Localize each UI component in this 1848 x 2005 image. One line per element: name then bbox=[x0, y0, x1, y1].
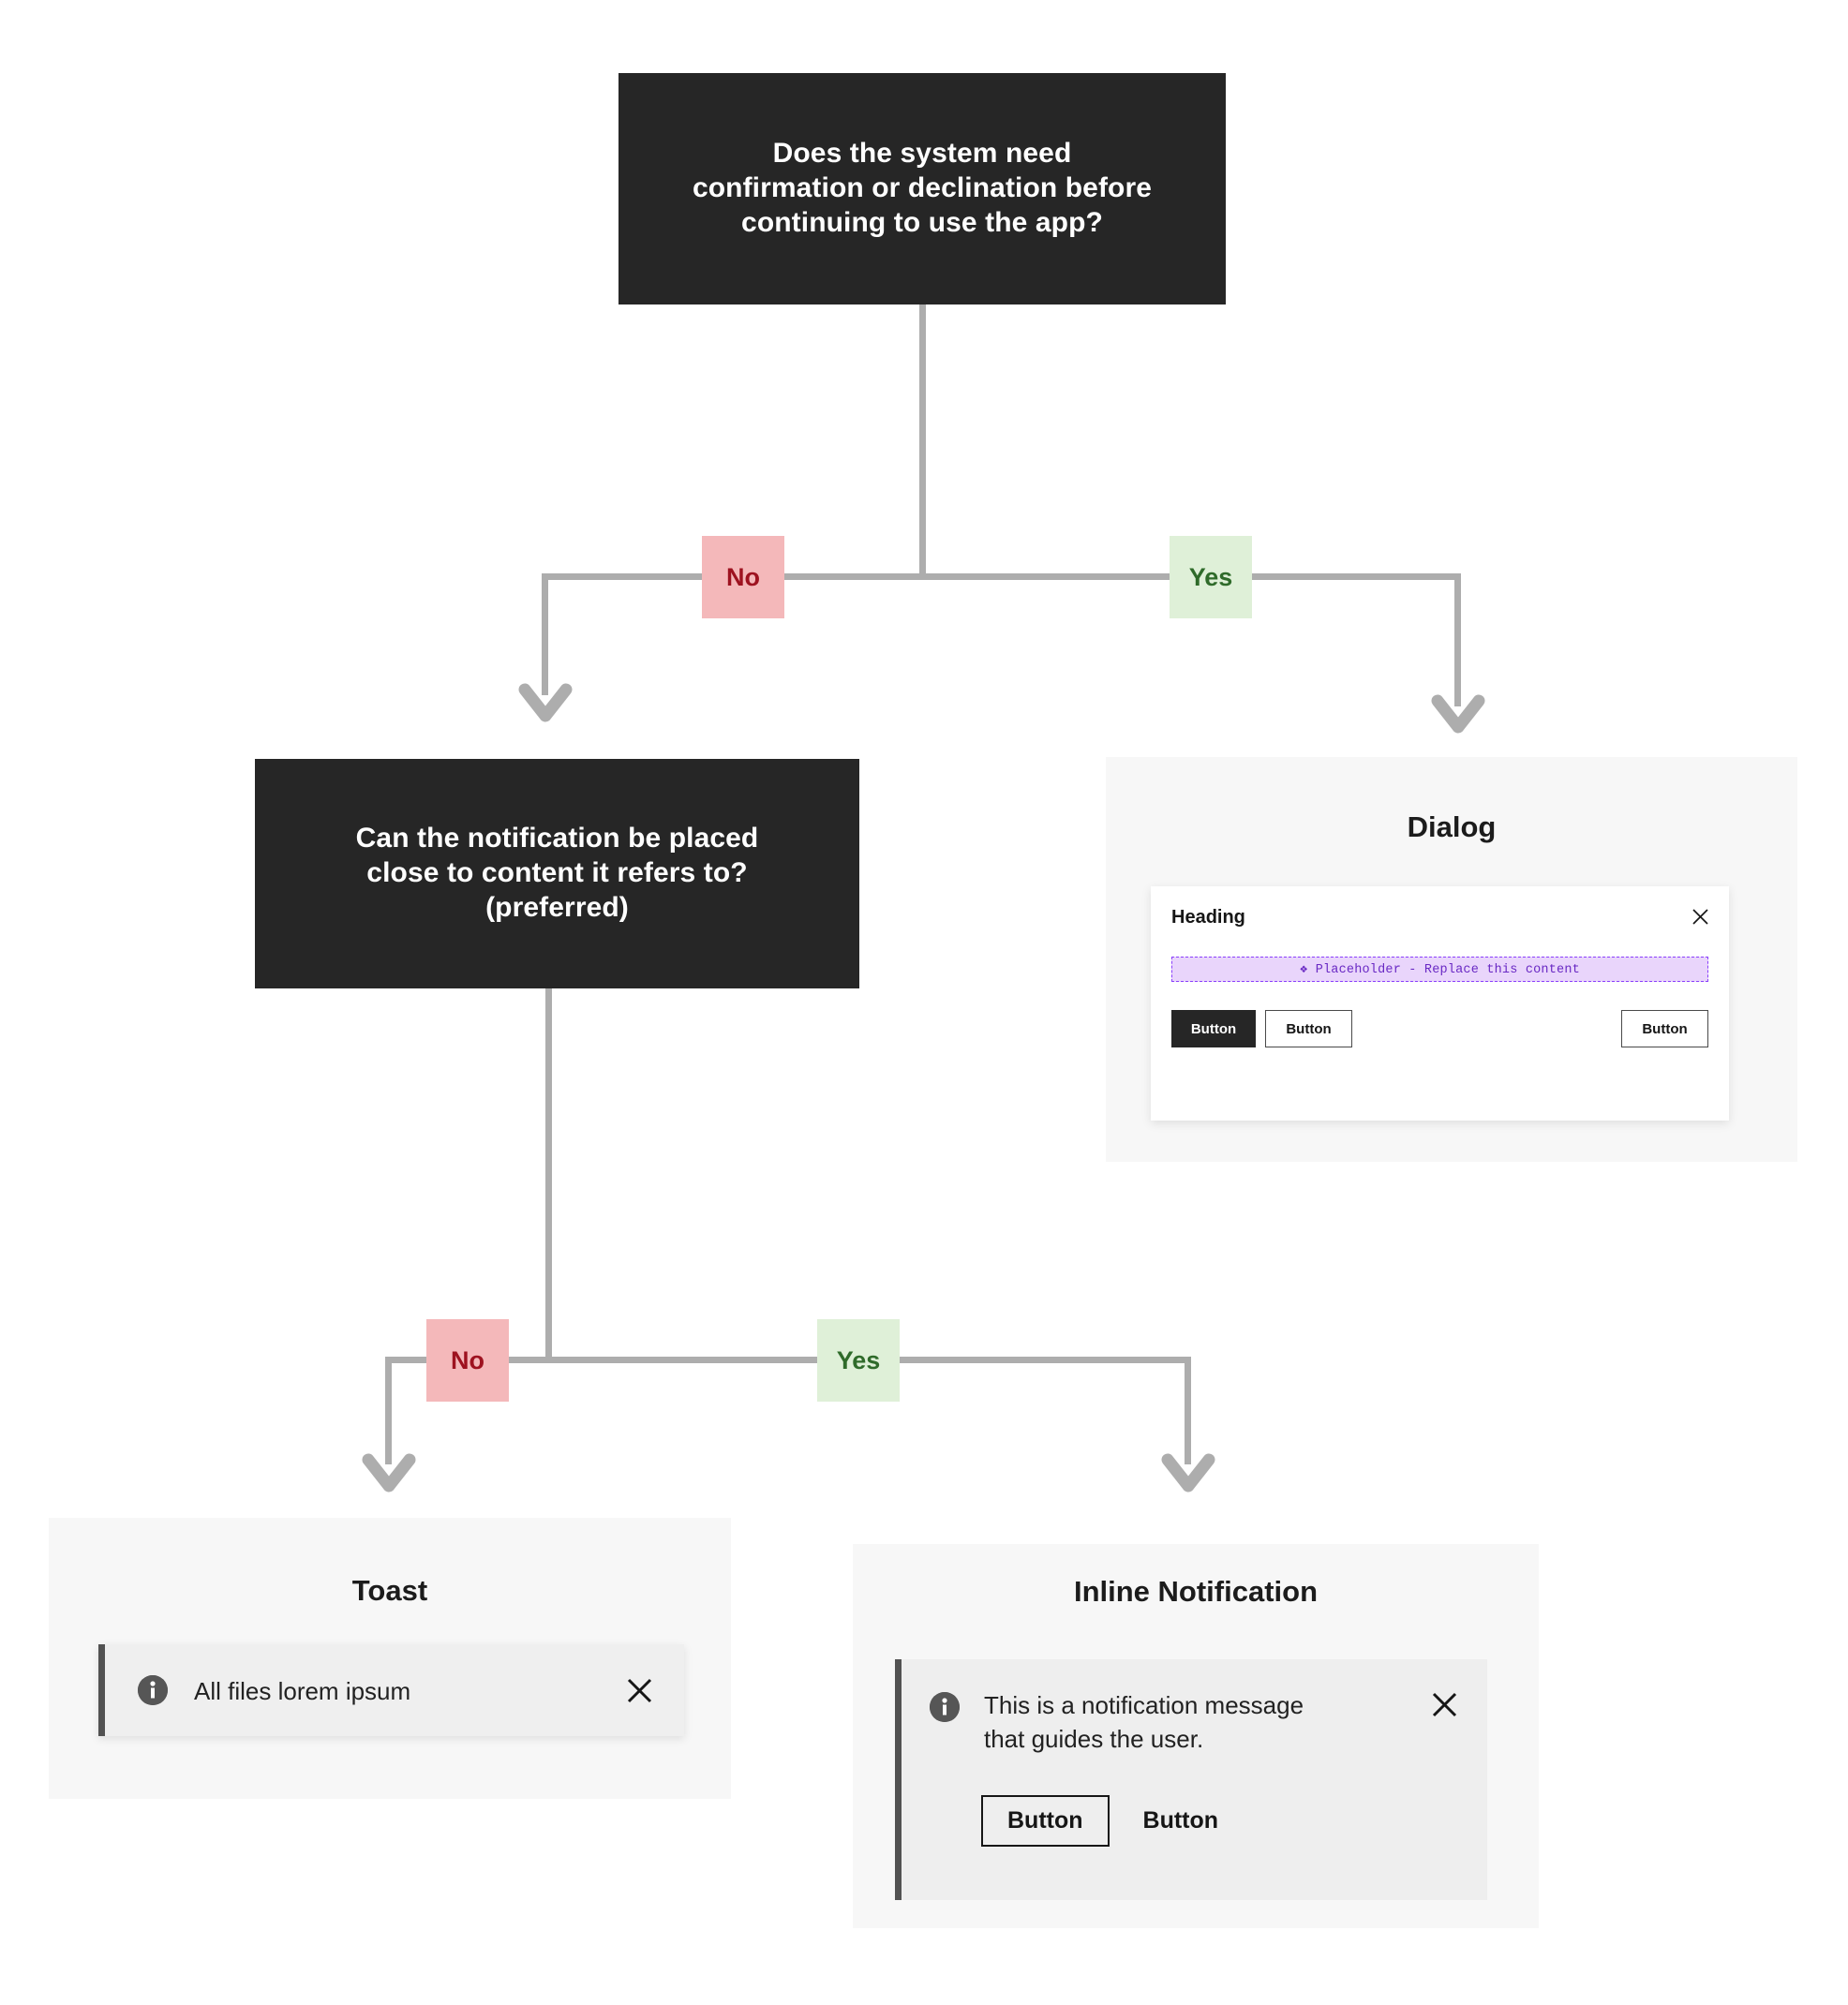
inline-notification-actions: Button Button bbox=[981, 1795, 1224, 1847]
inline-primary-button-label: Button bbox=[1007, 1807, 1083, 1834]
close-icon[interactable] bbox=[1425, 1686, 1463, 1723]
decision-node-confirmation: Does the system need confirmation or dec… bbox=[618, 73, 1226, 304]
inline-notification: This is a notification message that guid… bbox=[895, 1659, 1487, 1900]
info-icon bbox=[138, 1675, 168, 1705]
dialog-heading: Heading bbox=[1171, 907, 1245, 928]
inline-secondary-button[interactable]: Button bbox=[1138, 1797, 1225, 1845]
dialog-primary-button[interactable]: Button bbox=[1171, 1010, 1256, 1047]
decision-node-placement-text: Can the notification be placed close to … bbox=[355, 823, 759, 923]
branch-label-yes-level2: Yes bbox=[817, 1319, 900, 1402]
connector-level1-bus bbox=[542, 573, 1461, 580]
arrowhead-to-inline bbox=[1160, 1452, 1216, 1501]
dialog-secondary-button[interactable]: Button bbox=[1265, 1010, 1352, 1047]
branch-label-yes-level2-text: Yes bbox=[836, 1345, 881, 1374]
decision-node-placement: Can the notification be placed close to … bbox=[255, 759, 859, 988]
dialog-tertiary-button[interactable]: Button bbox=[1621, 1010, 1708, 1047]
connector-level2-bus bbox=[385, 1357, 1191, 1363]
branch-label-yes-level1-text: Yes bbox=[1188, 562, 1233, 591]
connector-decision1-stem bbox=[919, 304, 926, 576]
dialog-placeholder-region[interactable]: ❖ Placeholder - Replace this content bbox=[1171, 957, 1708, 982]
branch-label-no-level2-text: No bbox=[451, 1345, 484, 1374]
decision-node-confirmation-text: Does the system need confirmation or dec… bbox=[692, 138, 1153, 238]
close-icon[interactable] bbox=[620, 1671, 658, 1709]
branch-label-yes-level1: Yes bbox=[1170, 536, 1252, 618]
dialog-primary-button-label: Button bbox=[1190, 1020, 1237, 1037]
outcome-panel-toast-title: Toast bbox=[351, 1574, 428, 1607]
toast-notification: All files lorem ipsum bbox=[98, 1644, 684, 1736]
connector-level2-left-drop bbox=[385, 1357, 392, 1464]
connector-level2-right-drop bbox=[1185, 1357, 1191, 1464]
branch-label-no-level1-text: No bbox=[726, 562, 760, 591]
outcome-panel-toast: Toast All files lorem ipsum bbox=[49, 1518, 731, 1799]
connector-level1-left-drop bbox=[542, 573, 548, 695]
arrowhead-to-dialog bbox=[1430, 693, 1486, 742]
branch-label-no-level1: No bbox=[702, 536, 784, 618]
inline-secondary-button-label: Button bbox=[1142, 1807, 1219, 1834]
toast-message: All files lorem ipsum bbox=[194, 1677, 411, 1705]
outcome-panel-inline: Inline Notification This is a notificati… bbox=[853, 1544, 1539, 1928]
outcome-panel-dialog-title: Dialog bbox=[1407, 810, 1497, 843]
dialog-card: Heading ❖ Placeholder - Replace this con… bbox=[1151, 886, 1729, 1121]
info-icon bbox=[930, 1692, 960, 1722]
outcome-panel-dialog: Dialog Heading ❖ Placeholder - Replace t… bbox=[1106, 757, 1797, 1162]
dialog-secondary-button-label: Button bbox=[1286, 1020, 1332, 1037]
inline-primary-button[interactable]: Button bbox=[981, 1795, 1110, 1847]
dialog-button-row: Button Button Button bbox=[1171, 1010, 1708, 1047]
dialog-tertiary-button-label: Button bbox=[1642, 1020, 1688, 1037]
dialog-placeholder-text: ❖ Placeholder - Replace this content bbox=[1300, 963, 1580, 977]
branch-label-no-level2: No bbox=[426, 1319, 509, 1402]
connector-level1-right-drop bbox=[1454, 573, 1461, 706]
inline-notification-message: This is a notification message that guid… bbox=[984, 1691, 1304, 1753]
outcome-panel-inline-title: Inline Notification bbox=[1073, 1575, 1319, 1608]
close-icon[interactable] bbox=[1686, 902, 1714, 930]
connector-decision2-stem bbox=[545, 988, 552, 1363]
arrowhead-to-toast bbox=[361, 1452, 417, 1501]
arrowhead-to-decision2 bbox=[517, 682, 574, 731]
